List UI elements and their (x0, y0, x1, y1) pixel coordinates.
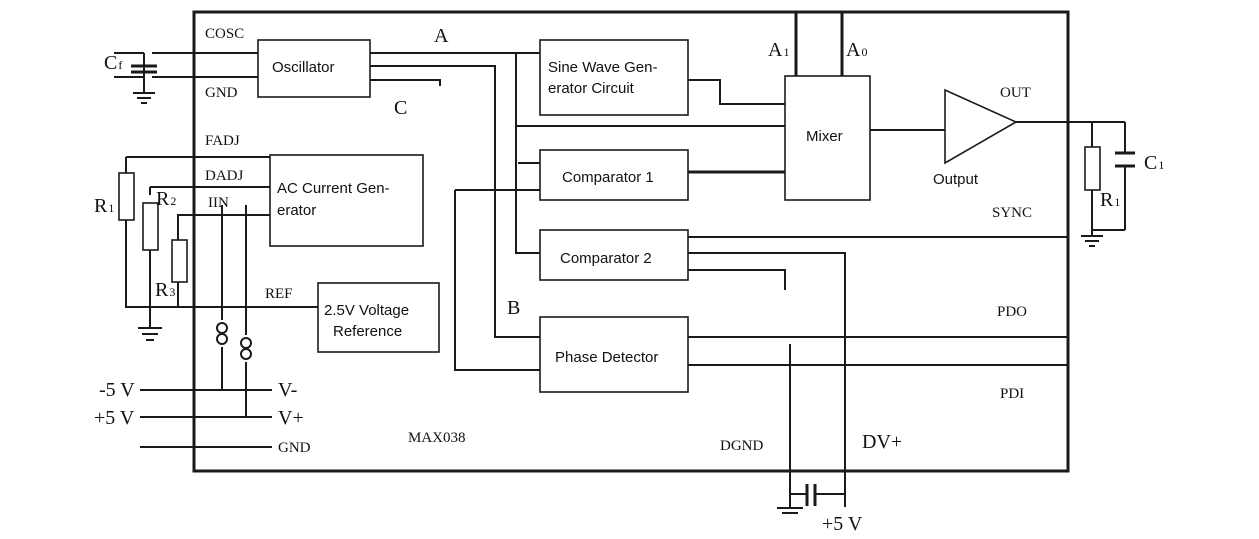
label-c1: C1 (1144, 152, 1164, 174)
supply-pos5-dv: +5 V (822, 513, 863, 535)
mixer-label: Mixer (806, 128, 843, 145)
pin-cosc: COSC (205, 26, 244, 42)
voltage-reference-label-2: Reference (333, 323, 402, 340)
mixer-block (784, 75, 871, 201)
supply-pos5: +5 V (94, 407, 135, 429)
ac-current-label-1: AC Current Gen- (277, 180, 390, 197)
pin-vplus: V+ (278, 407, 304, 429)
label-r2: R2 (156, 188, 176, 210)
node-b: B (507, 297, 520, 319)
pin-vminus: V- (278, 379, 297, 401)
comparator1-label: Comparator 1 (562, 169, 654, 186)
pin-ref: REF (265, 286, 293, 302)
resistor-r2 (142, 202, 159, 251)
pin-pdi: PDI (1000, 386, 1024, 402)
node-a: A (434, 25, 449, 47)
ac-current-label-2: erator (277, 202, 316, 219)
pin-out: OUT (1000, 85, 1031, 101)
resistor-r1 (118, 172, 135, 221)
resistor-load (1084, 146, 1101, 191)
select-a0: A0 (846, 39, 867, 61)
pin-dvplus: DV+ (862, 431, 902, 453)
current-source-icon (216, 322, 252, 360)
pin-gnd-bottom: GND (278, 440, 311, 456)
voltage-reference-label-1: 2.5V Voltage (324, 302, 409, 319)
phase-detector-block (539, 316, 689, 393)
sine-generator-label-2: erator Circuit (548, 80, 635, 97)
comparator1-block (539, 149, 689, 201)
label-r3: R3 (155, 279, 175, 301)
oscillator-label: Oscillator (272, 59, 335, 76)
select-a1: A1 (768, 39, 789, 61)
comparator2-block (539, 229, 689, 281)
oscillator-block (257, 39, 371, 98)
pin-sync: SYNC (992, 205, 1032, 221)
chip-name: MAX038 (408, 430, 466, 446)
label-cf: Cf (104, 52, 122, 74)
sine-generator-label-1: Sine Wave Gen- (548, 59, 658, 76)
node-c: C (394, 97, 407, 119)
pin-iin: IIN (208, 195, 229, 211)
sine-generator-block (539, 39, 689, 116)
voltage-reference-block (317, 282, 440, 353)
pin-dgnd: DGND (720, 438, 763, 454)
label-r1: R1 (94, 195, 114, 217)
pin-pdo: PDO (997, 304, 1027, 320)
phase-detector-label: Phase Detector (555, 349, 658, 366)
pin-fadj: FADJ (205, 133, 240, 149)
pin-dadj: DADJ (205, 168, 243, 184)
pin-gnd-top: GND (205, 85, 238, 101)
wiring (114, 12, 1135, 514)
ac-current-generator-block (269, 154, 424, 247)
resistor-r3 (171, 239, 188, 283)
label-rl: R1 (1100, 189, 1120, 211)
output-label: Output (933, 171, 979, 188)
chip-outline (192, 10, 1070, 473)
supply-neg5: -5 V (99, 379, 135, 401)
output-amplifier-icon (944, 88, 1018, 165)
comparator2-label: Comparator 2 (560, 250, 652, 267)
